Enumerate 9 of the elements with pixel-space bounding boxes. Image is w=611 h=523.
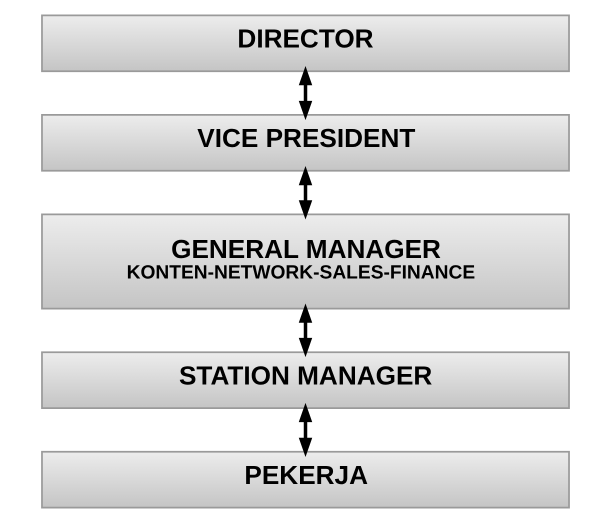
arrow [298, 66, 312, 120]
node-box: VICE PRESIDENT [41, 114, 570, 172]
node-box: DIRECTOR [41, 14, 570, 72]
node-box: STATION MANAGER [41, 351, 570, 409]
arrow [298, 402, 312, 457]
arrow [298, 166, 312, 220]
arrow [298, 303, 312, 358]
node-box: GENERAL MANAGER KONTEN-NETWORK-SALES-FINANCE [41, 214, 570, 310]
node-box: PEKERJA [41, 450, 570, 508]
